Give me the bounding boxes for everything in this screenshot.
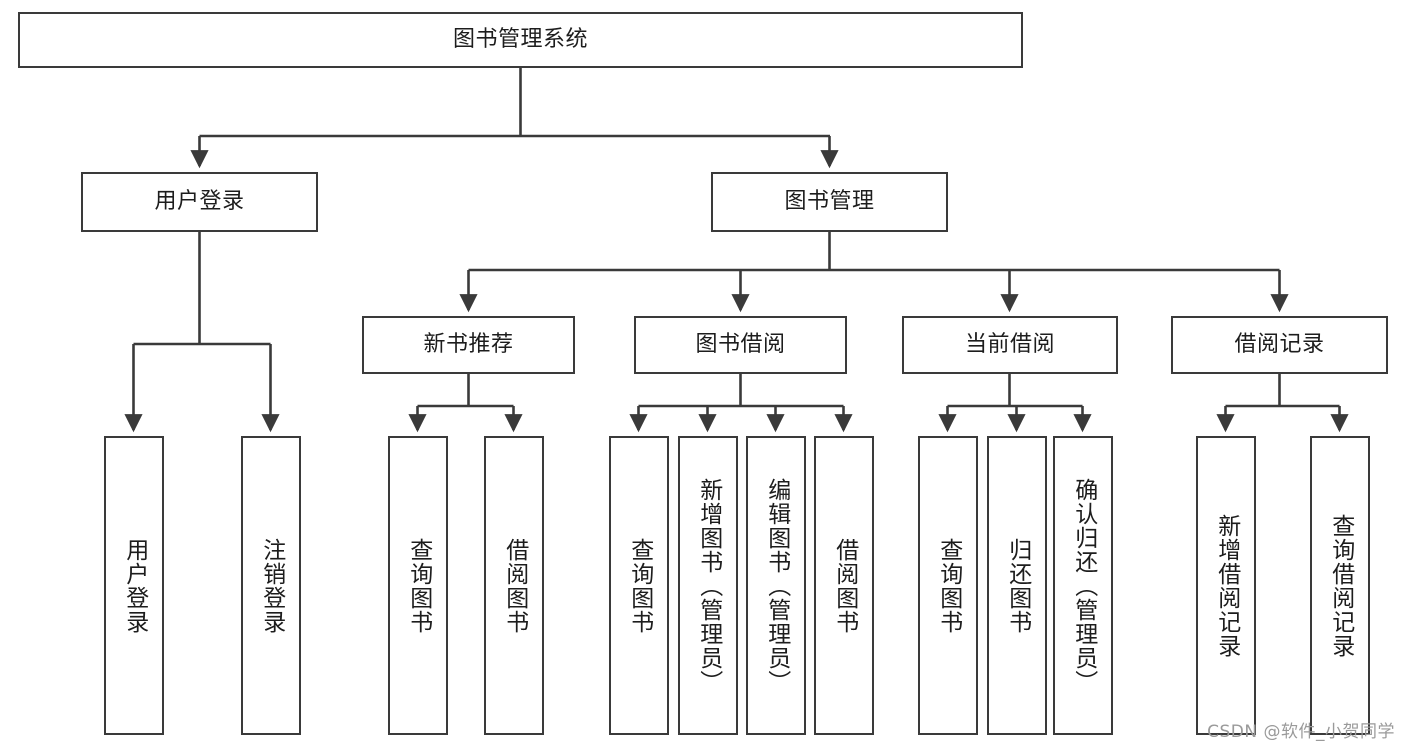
leaf-borrow-record-query[interactable]: 查询借阅记录	[1310, 436, 1370, 735]
leaf-book-borrow-add[interactable]: 新增图书（管理员）	[678, 436, 738, 735]
leaf-book-borrow-query[interactable]: 查询图书	[609, 436, 669, 735]
node-book-manage[interactable]: 图书管理	[711, 172, 948, 232]
leaf-label: 用户登录	[121, 537, 148, 634]
leaf-label: 新增图书（管理员）	[695, 477, 722, 694]
watermark-text: CSDN @软件_小贺同学	[1207, 722, 1395, 742]
leaf-label: 注销登录	[258, 537, 285, 634]
leaf-label: 借阅图书	[501, 537, 528, 634]
node-borrow-record[interactable]: 借阅记录	[1171, 316, 1388, 374]
leaf-label: 新增借阅记录	[1213, 513, 1240, 658]
leaf-book-borrow-edit[interactable]: 编辑图书（管理员）	[746, 436, 806, 735]
leaf-user-login-login[interactable]: 用户登录	[104, 436, 164, 735]
node-book-borrow[interactable]: 图书借阅	[634, 316, 847, 374]
node-book-manage-label: 图书管理	[784, 189, 875, 215]
leaf-borrow-record-add[interactable]: 新增借阅记录	[1196, 436, 1256, 735]
leaf-label: 查询图书	[935, 537, 962, 634]
node-borrow-record-label: 借阅记录	[1234, 332, 1325, 358]
node-current-borrow-label: 当前借阅	[964, 332, 1055, 358]
node-user-login-label: 用户登录	[154, 189, 245, 215]
leaf-label: 确认归还（管理员）	[1070, 477, 1097, 694]
node-new-book-recommend-label: 新书推荐	[423, 332, 514, 358]
leaf-book-borrow-borrow[interactable]: 借阅图书	[814, 436, 874, 735]
leaf-new-book-query[interactable]: 查询图书	[388, 436, 448, 735]
node-book-borrow-label: 图书借阅	[695, 332, 786, 358]
node-root[interactable]: 图书管理系统	[18, 12, 1023, 68]
leaf-current-borrow-return[interactable]: 归还图书	[987, 436, 1047, 735]
leaf-label: 查询图书	[405, 537, 432, 634]
leaf-user-login-logout[interactable]: 注销登录	[241, 436, 301, 735]
leaf-new-book-borrow[interactable]: 借阅图书	[484, 436, 544, 735]
node-root-label: 图书管理系统	[452, 27, 588, 53]
node-new-book-recommend[interactable]: 新书推荐	[362, 316, 575, 374]
node-user-login[interactable]: 用户登录	[81, 172, 318, 232]
leaf-label: 编辑图书（管理员）	[763, 477, 790, 694]
leaf-label: 查询图书	[626, 537, 653, 634]
leaf-current-borrow-confirm[interactable]: 确认归还（管理员）	[1053, 436, 1113, 735]
leaf-label: 归还图书	[1004, 537, 1031, 634]
leaf-label: 查询借阅记录	[1327, 513, 1354, 658]
leaf-label: 借阅图书	[831, 537, 858, 634]
leaf-current-borrow-query[interactable]: 查询图书	[918, 436, 978, 735]
node-current-borrow[interactable]: 当前借阅	[902, 316, 1118, 374]
